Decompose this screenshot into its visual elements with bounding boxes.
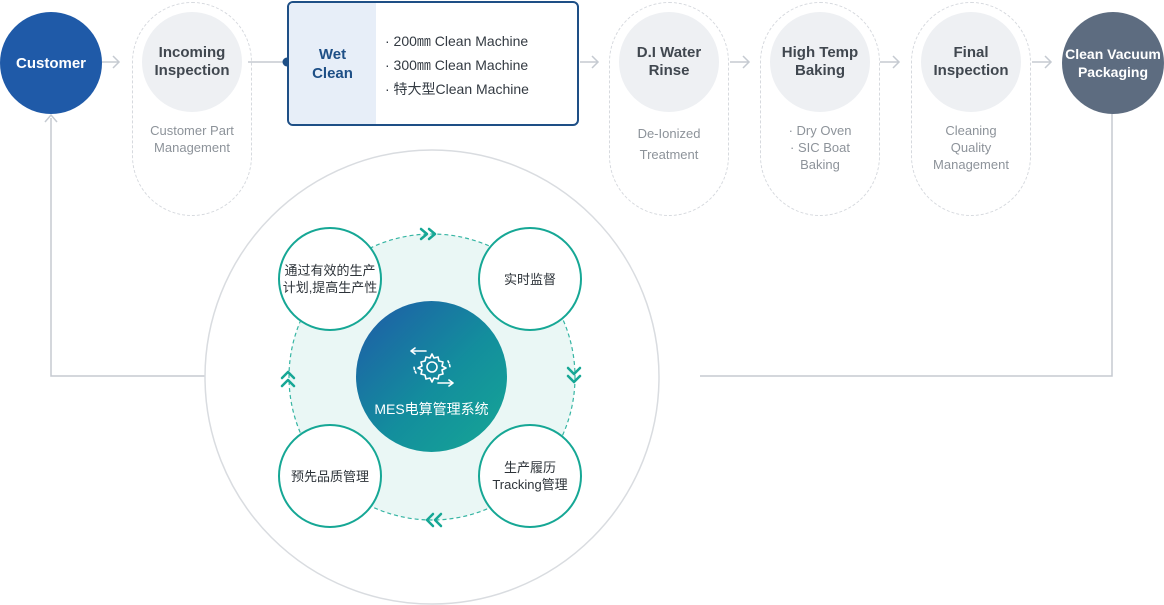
di-water-node: D.I Water Rinse — [619, 12, 719, 112]
wet-clean-item: · 200㎜ Clean Machine — [385, 33, 529, 49]
mes-center-node: MES电算管理系统 — [356, 301, 507, 452]
gear-cycle-icon — [409, 346, 454, 387]
final-inspection-node: Final Inspection — [921, 12, 1021, 112]
customer-label: Customer — [15, 54, 86, 72]
mes-node-label: 实时监督 — [503, 271, 556, 287]
final-inspection-sub: Cleaning Quality Management — [933, 123, 1009, 172]
wet-clean-item: · 300㎜ Clean Machine — [385, 57, 529, 73]
mes-node-quality-management: 预先品质管理 — [278, 424, 382, 528]
incoming-inspection-node: Incoming Inspection — [142, 12, 242, 112]
mes-center-label: MES电算管理系统 — [374, 400, 489, 417]
mes-node-production-planning: 通过有效的生产 计划,提高生产性 — [278, 227, 382, 331]
incoming-inspection-step — [132, 2, 252, 216]
mes-node-label: 生产履历 Tracking管理 — [492, 460, 568, 492]
final-inspection-step — [911, 2, 1031, 216]
incoming-inspection-title: Incoming Inspection — [154, 44, 230, 79]
mes-node-realtime-monitoring: 实时监督 — [478, 227, 582, 331]
di-water-step — [609, 2, 729, 216]
high-temp-step — [760, 2, 880, 216]
high-temp-node: High Temp Baking — [770, 12, 870, 112]
final-inspection-title: Final Inspection — [933, 44, 1009, 79]
high-temp-sub: · Dry Oven · SIC Boat Baking — [788, 123, 852, 172]
high-temp-title: High Temp Baking — [781, 44, 859, 79]
wet-clean-title-panel: Wet Clean — [289, 3, 376, 124]
customer-node: Customer — [0, 12, 102, 114]
mes-node-label: 通过有效的生产 计划,提高生产性 — [282, 263, 378, 295]
packaging-label: Clean Vacuum Packaging — [1065, 46, 1161, 80]
di-water-title: D.I Water Rinse — [636, 44, 702, 79]
mes-node-label: 预先品质管理 — [290, 468, 369, 484]
wet-clean-item: · 特大型Clean Machine — [385, 81, 529, 97]
incoming-inspection-sub: Customer Part Management — [150, 123, 234, 155]
wet-clean-title: Wet Clean — [312, 45, 353, 82]
wet-clean-list: · 200㎜ Clean Machine · 300㎜ Clean Machin… — [385, 29, 529, 101]
packaging-node: Clean Vacuum Packaging — [1062, 12, 1164, 114]
mes-node-tracking: 生产履历 Tracking管理 — [478, 424, 582, 528]
di-water-sub: De-Ionized Treatment — [637, 126, 701, 162]
wet-clean-box: Wet Clean · 200㎜ Clean Machine · 300㎜ Cl… — [287, 1, 579, 126]
